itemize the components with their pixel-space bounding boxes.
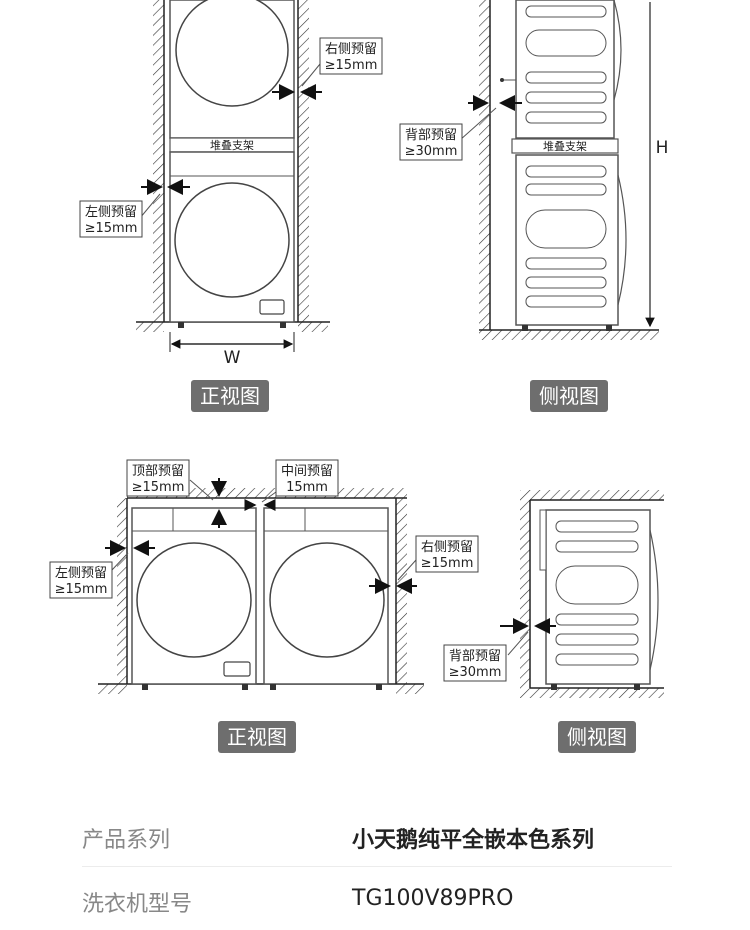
- side-by-side-front-view: 顶部预留 ≥15mm 中间预留 15mm 左侧预留 ≥15mm 右侧预留 ≥15…: [49, 459, 479, 694]
- sbs-back-clearance-title: 背部预留: [449, 649, 501, 664]
- sbs-back-clearance-value: ≥30mm: [449, 665, 502, 680]
- view-tag-side-2: 侧视图: [558, 721, 636, 753]
- left-clearance-value: ≥15mm: [85, 221, 138, 236]
- view-tag-side-1: 侧视图: [530, 380, 608, 412]
- view-tag-front-2: 正视图: [218, 721, 296, 753]
- stacked-front-view: 堆叠支架 右侧预留 ≥15mm 左侧预留 ≥15mm W: [79, 0, 383, 368]
- back-clearance-value: ≥30mm: [405, 144, 458, 159]
- sbs-left-clearance-value: ≥15mm: [55, 582, 108, 597]
- spec-value: 小天鹅纯平全嵌本色系列: [352, 828, 595, 853]
- middle-clearance-title: 中间预留: [281, 464, 333, 479]
- top-clearance-value: ≥15mm: [132, 480, 185, 495]
- sbs-left-clearance-title: 左侧预留: [55, 566, 107, 581]
- spec-key: 洗衣机型号: [82, 892, 193, 917]
- sbs-right-clearance-title: 右侧预留: [421, 540, 473, 555]
- side-bracket-label: 堆叠支架: [543, 140, 587, 153]
- view-tag-front-1: 正视图: [191, 380, 269, 412]
- installation-diagram: 堆叠支架 右侧预留 ≥15mm 左侧预留 ≥15mm W: [49, 0, 669, 698]
- stack-bracket-label: 堆叠支架: [210, 139, 254, 152]
- top-clearance-title: 顶部预留: [132, 464, 184, 479]
- height-label: H: [656, 138, 669, 158]
- side-by-side-side-view: 背部预留 ≥30mm: [443, 490, 664, 698]
- right-clearance-title: 右侧预留: [325, 42, 377, 57]
- stacked-side-view: 堆叠支架 背部预留 ≥30mm H: [399, 0, 669, 340]
- middle-clearance-value: 15mm: [286, 480, 328, 495]
- spec-value: TG100V89PRO: [352, 886, 514, 911]
- left-clearance-title: 左侧预留: [85, 205, 137, 220]
- back-clearance-title: 背部预留: [405, 128, 457, 143]
- spec-key: 产品系列: [82, 828, 171, 853]
- right-clearance-value: ≥15mm: [325, 58, 378, 73]
- sbs-right-clearance-value: ≥15mm: [421, 556, 474, 571]
- width-label: W: [224, 348, 241, 368]
- spec-row-series: 产品系列 小天鹅纯平全嵌本色系列: [82, 806, 672, 867]
- spec-row-model: 洗衣机型号 TG100V89PRO: [82, 870, 672, 930]
